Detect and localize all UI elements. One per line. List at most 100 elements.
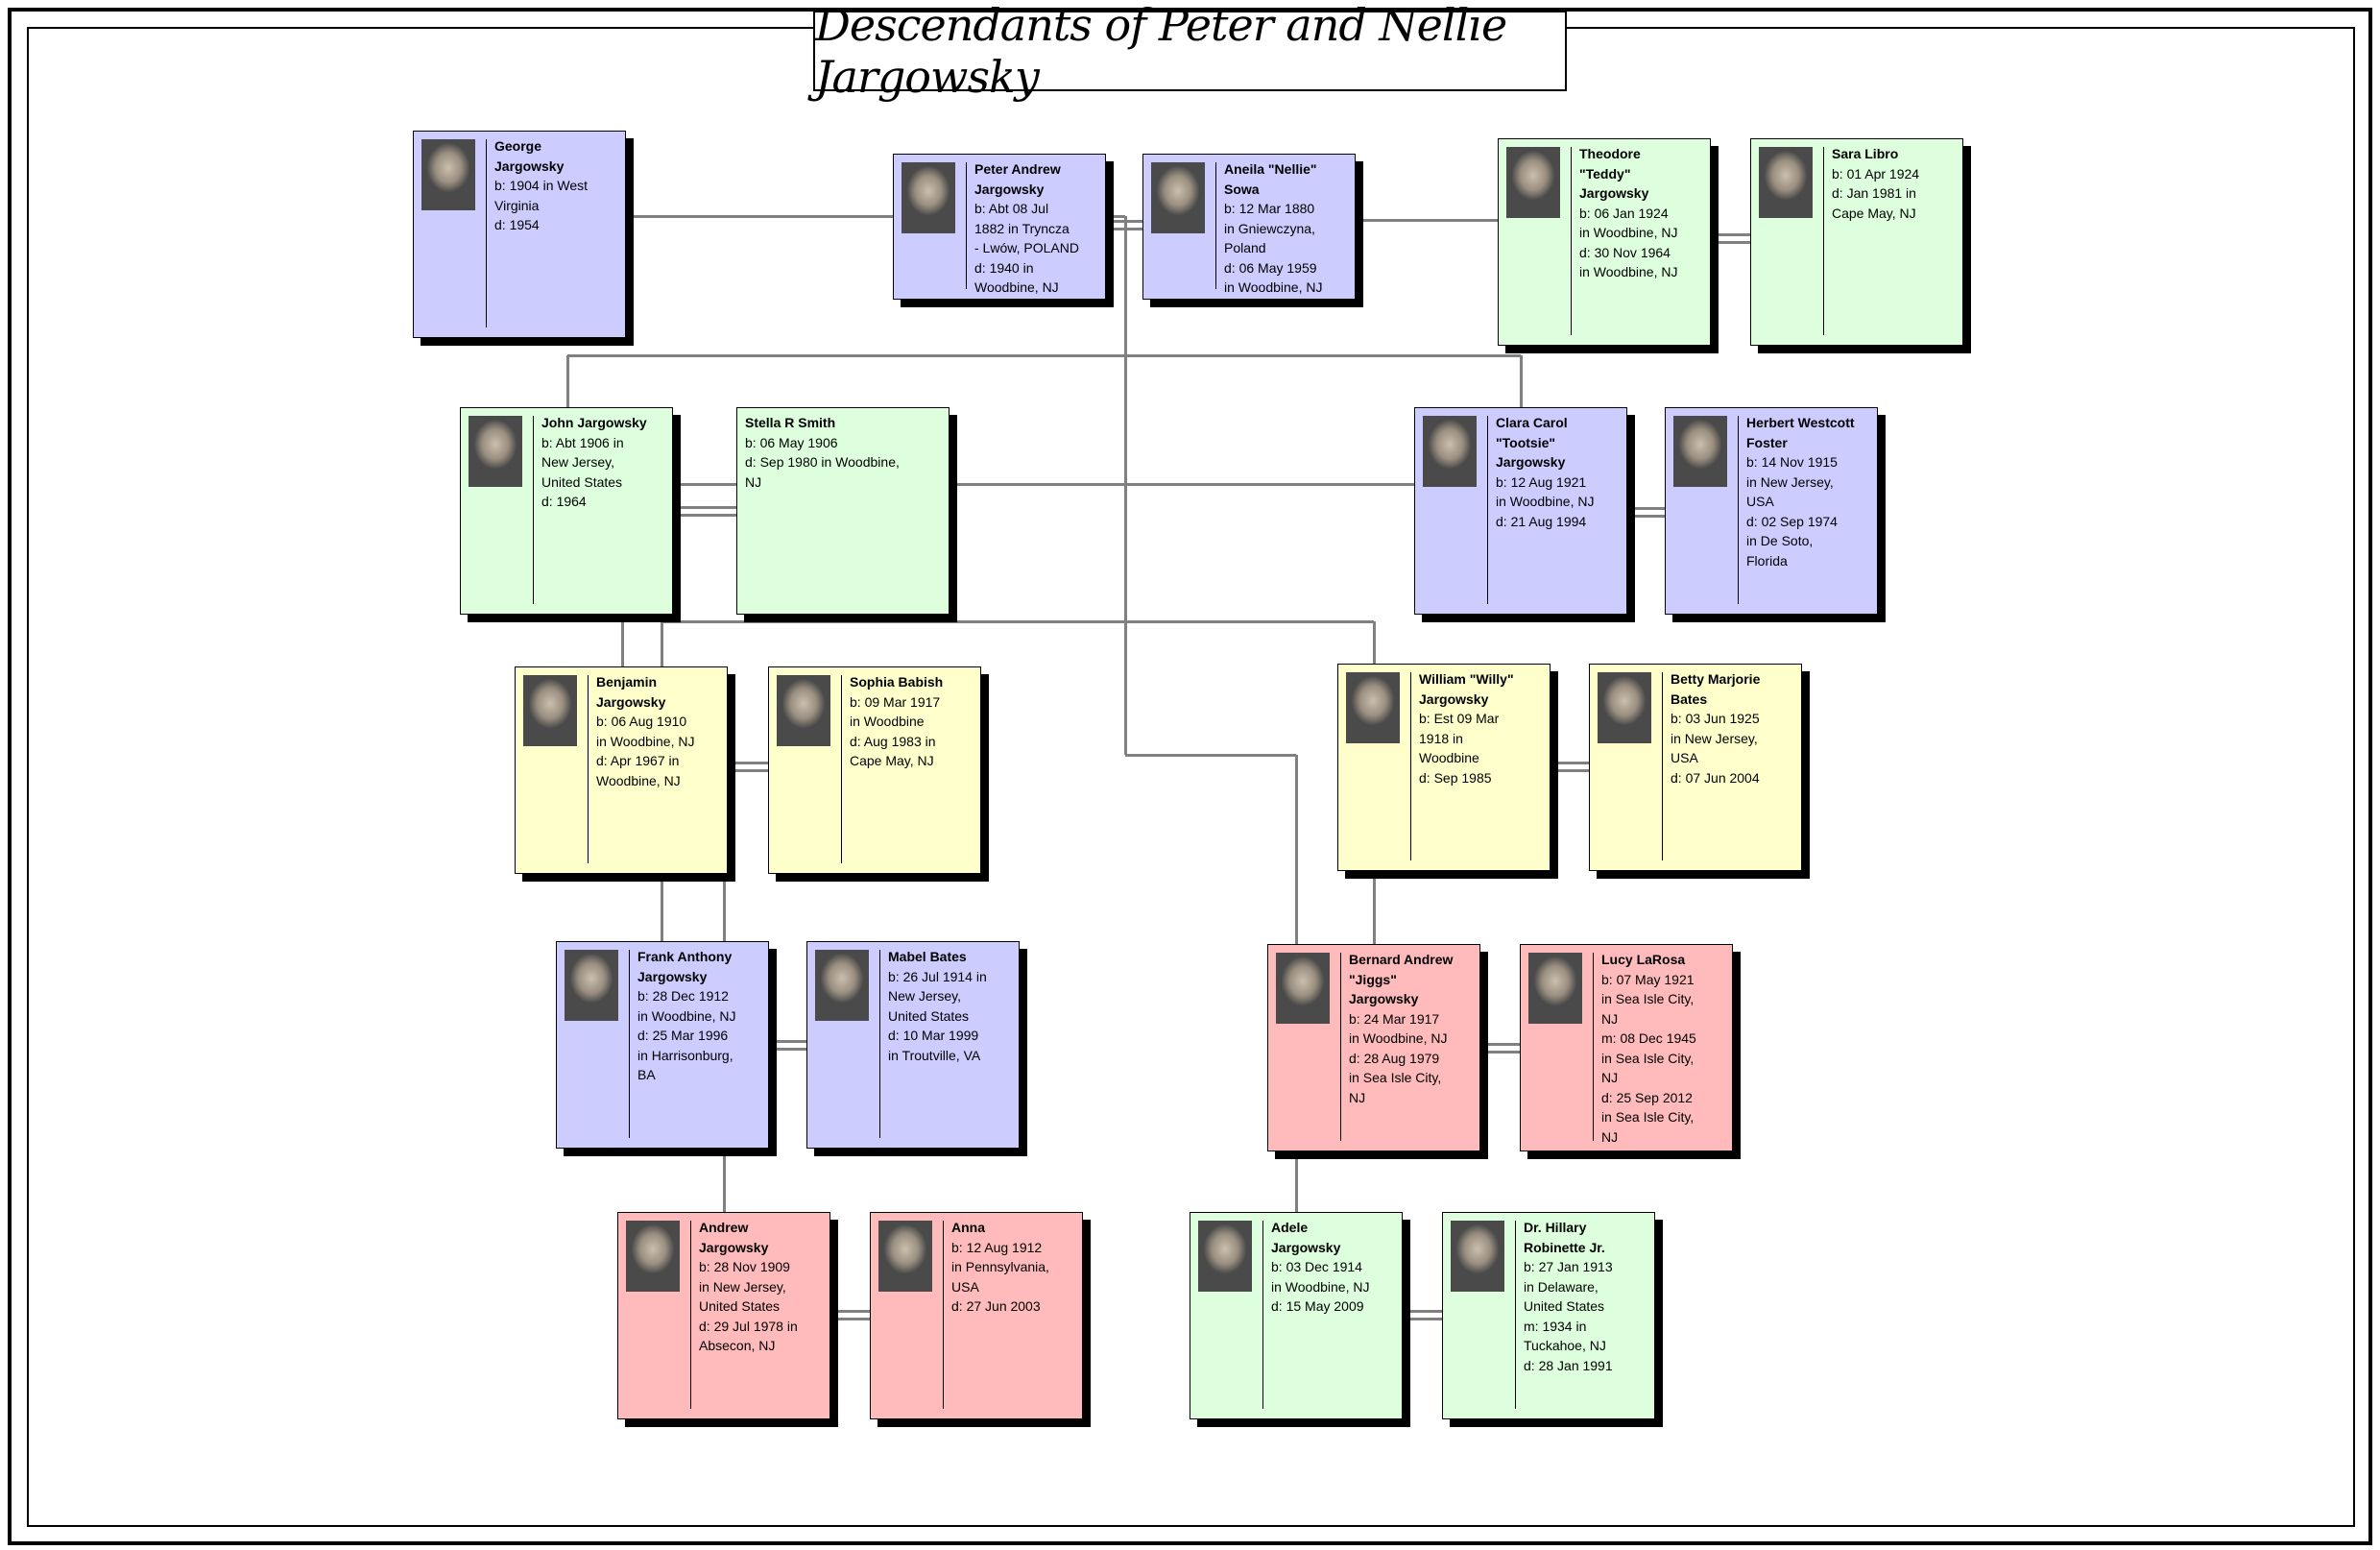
person-detail: in New Jersey, [1671,730,1758,746]
person-photo [565,950,618,1021]
person-detail: b: 03 Dec 1914 [1271,1259,1362,1274]
person-name: Jargowsky [1579,185,1649,201]
divider [966,162,967,289]
person-name: Andrew [699,1220,749,1235]
connector-line [770,1048,806,1051]
connector-line [723,1150,726,1212]
connector-line [1356,219,1498,222]
person-detail: b: Abt 1906 in [541,434,624,450]
person-photo [1528,953,1582,1024]
person-detail: NJ [1601,1128,1619,1145]
person-photo [1673,416,1727,487]
chart-title: Descendants of Peter and Nellie Jargowsk… [815,0,1507,103]
connector-line [661,621,663,666]
connector-line [1630,515,1665,518]
person-photo [626,1221,680,1292]
person-detail: New Jersey, [541,454,614,470]
person-detail: in Sea Isle City, [1601,991,1695,1006]
person-detail: b: 27 Jan 1913 [1524,1259,1613,1274]
divider [943,1221,944,1409]
person-photo [1423,416,1477,487]
person-name: "Jiggs" [1349,971,1397,987]
divider [1515,1221,1516,1409]
person-name: Jargowsky [596,693,666,710]
person-detail: USA [951,1278,979,1295]
person-detail: New Jersey, [888,988,961,1004]
person-name: Clara Carol [1496,415,1568,430]
person-name: Jargowsky [1271,1239,1341,1255]
person-detail: d: Apr 1967 in [596,753,680,768]
person-name: Adele [1271,1220,1309,1235]
person-detail: b: 06 May 1906 [745,434,838,450]
person-detail: Cape May, NJ [1832,205,1916,221]
person-name: Benjamin [596,674,658,690]
person-detail: in De Soto, [1746,533,1814,548]
divider [1593,953,1594,1141]
person-detail: d: Sep 1980 in Woodbine, [745,454,900,470]
connector-line [626,215,893,218]
person-detail: USA [1671,750,1698,765]
connector-line [833,1318,870,1320]
person-detail: Woodbine [1419,750,1479,765]
person-detail: in Troutville, VA [888,1047,981,1063]
person-name: Dr. Hillary [1524,1220,1587,1235]
connector-line [1406,1310,1442,1313]
divider [1215,162,1216,289]
person-detail: d: 28 Jan 1991 [1524,1357,1613,1373]
person-detail: d: 07 Jun 2004 [1671,769,1760,786]
person-detail: d: 1940 in [974,259,1034,276]
person-info: Stella R Smith b: 06 May 1906 d: Sep 1980 … [745,413,945,492]
person-detail: in Woodbine, NJ [637,1007,736,1024]
person-detail: b: 12 Aug 1912 [951,1239,1043,1255]
person-detail: d: 06 May 1959 [1224,259,1317,276]
person-box-stella[interactable]: Stella R Smith b: 06 May 1906 d: Sep 1980 … [736,407,950,615]
outer-frame [8,8,2372,1545]
person-name: George [494,138,542,154]
person-photo [1506,147,1560,218]
person-photo [1759,147,1813,218]
connector-line [677,514,736,517]
person-name: Bates [1671,690,1708,707]
divider [1662,672,1663,860]
person-detail: in Woodbine, NJ [596,733,695,749]
person-detail: in Woodbine, NJ [1579,225,1678,240]
person-name: "Tootsie" [1496,434,1556,450]
connector-line [1125,754,1296,757]
person-detail: 1918 in [1419,730,1463,746]
person-photo [1598,672,1651,743]
divider [879,950,880,1138]
person-name: Stella R Smith [745,415,836,430]
person-detail: d: 28 Aug 1979 [1349,1050,1440,1066]
person-detail: d: 25 Mar 1996 [637,1028,729,1043]
connector-line [1406,1318,1442,1320]
person-detail: USA [1746,494,1774,509]
connector-line [1483,1043,1520,1046]
